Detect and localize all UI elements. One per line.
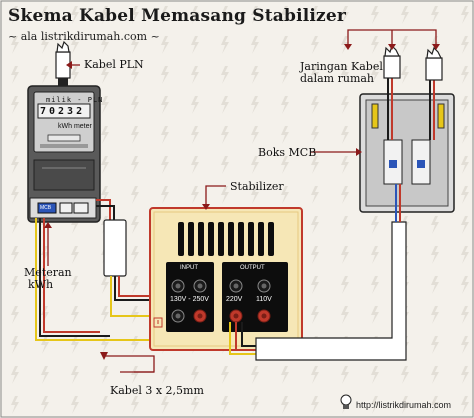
page-title: Skema Kabel Memasang Stabilizer — [8, 6, 347, 26]
mcb-box — [359, 72, 455, 222]
input-range: 130V - 250V — [170, 296, 209, 303]
house-network-plugs — [383, 44, 443, 81]
output-wires — [229, 322, 256, 355]
output-110: 110V — [256, 296, 272, 303]
label-meteran-2: kWh — [28, 278, 54, 291]
label-stabilizer: Stabilizer — [230, 180, 284, 193]
label-jaringan-1: Jaringan Kabel — [300, 60, 383, 73]
meter-switch-label: MCB — [40, 205, 52, 211]
callout-arrows — [47, 29, 437, 373]
page-subtitle: ~ ala listrikdirumah.com ~ — [8, 30, 160, 43]
label-meteran-1: Meteran — [24, 266, 72, 279]
kwh-meter — [27, 85, 101, 223]
inlet-sleeve — [103, 219, 187, 317]
meter-reading: 70232 — [40, 106, 86, 117]
stabilizer-vents — [178, 222, 274, 256]
stabilizer-unit — [149, 207, 303, 351]
footer-site: http://listrikdirumah.com — [356, 400, 452, 410]
label-kabel-pln: Kabel PLN — [84, 58, 144, 71]
output-220: 220V — [226, 296, 243, 303]
label-kabel-3x: Kabel 3 x 2,5mm — [110, 384, 204, 397]
pln-cable — [55, 40, 71, 86]
label-jaringan-2: dalam rumah — [300, 72, 375, 85]
bulb-icon — [340, 394, 352, 409]
arrowheads — [44, 44, 440, 360]
output-label: OUTPUT — [240, 265, 265, 271]
input-label: INPUT — [180, 265, 198, 271]
label-boks-mcb: Boks MCB — [258, 146, 317, 159]
ground-icon — [153, 317, 163, 328]
outlet-sleeve — [255, 221, 407, 361]
meter-unit: kWh meter — [58, 123, 92, 130]
meter-brand: milik - PLN — [46, 96, 104, 104]
